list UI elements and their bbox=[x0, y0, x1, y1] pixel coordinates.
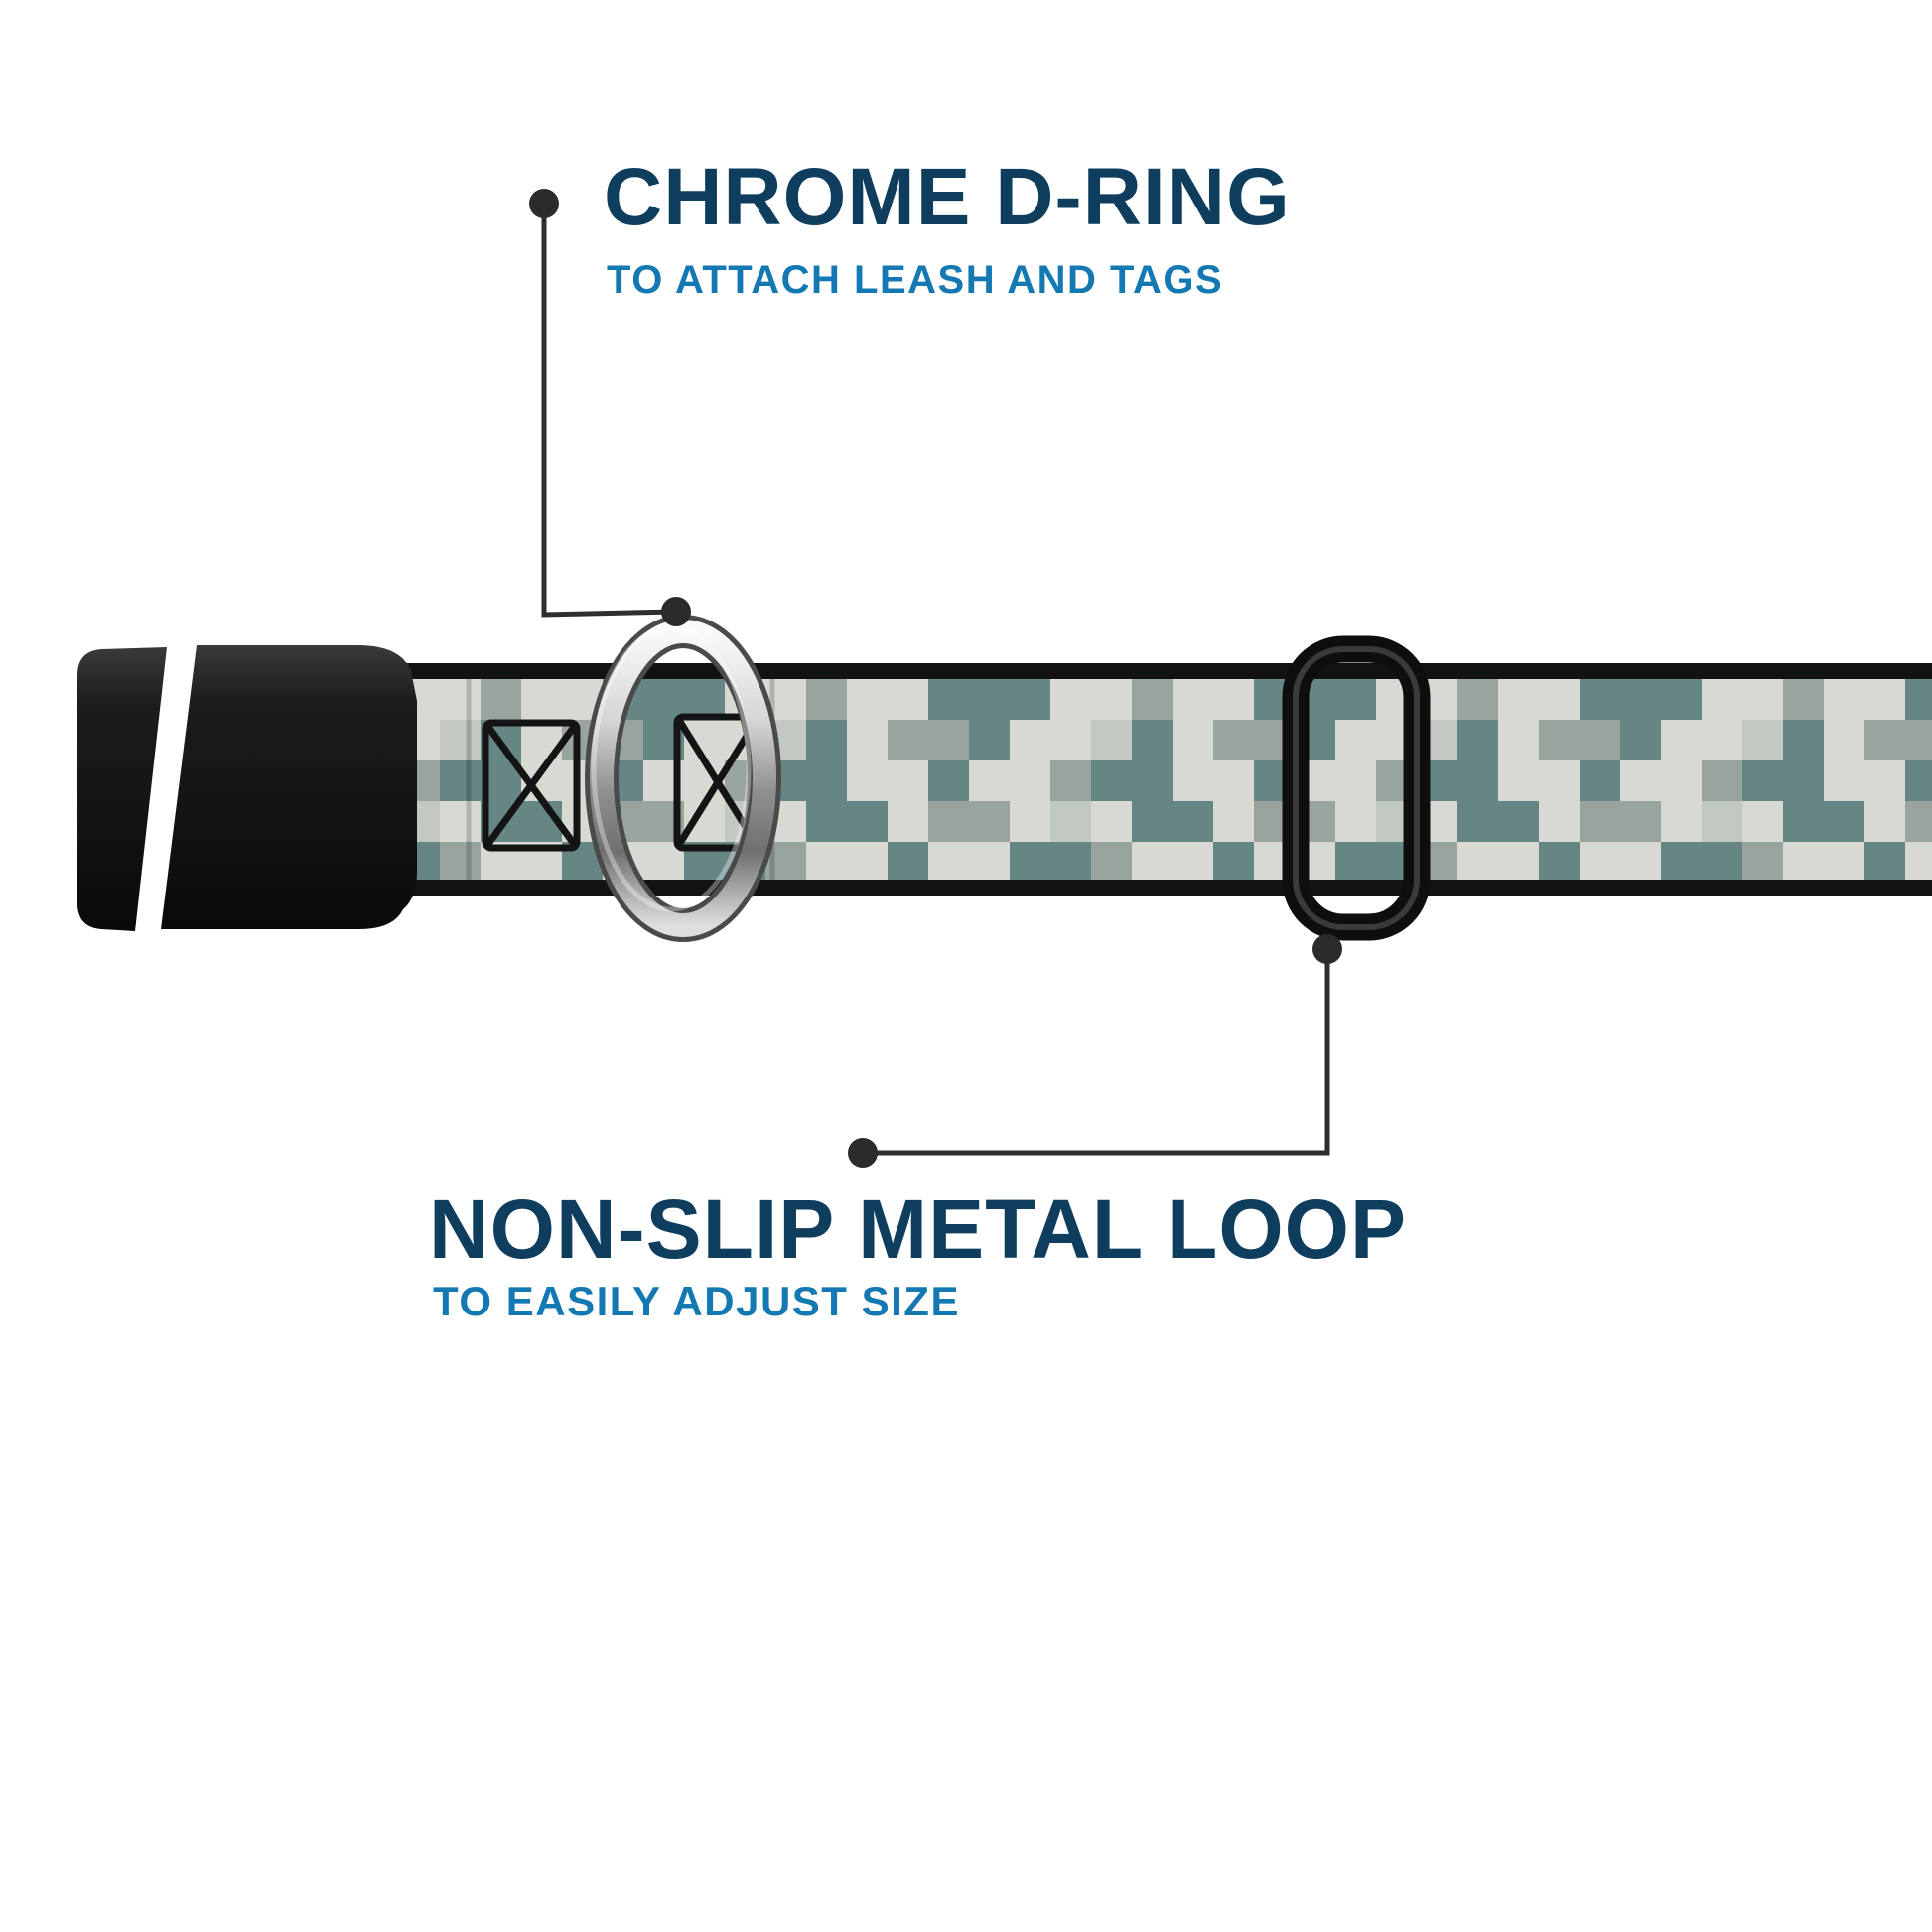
buckle-tip bbox=[77, 647, 167, 931]
buckle-body bbox=[161, 645, 417, 929]
callout-bottom-title: NON-SLIP METAL LOOP bbox=[429, 1182, 1408, 1276]
plastic-buckle bbox=[77, 645, 417, 931]
callout-dot bbox=[1312, 934, 1342, 964]
callout-dot bbox=[529, 189, 559, 218]
callout-top-title: CHROME D-RING bbox=[604, 152, 1291, 242]
chrome-d-ring bbox=[585, 615, 781, 942]
stitch-box bbox=[482, 719, 581, 852]
callout-dot bbox=[848, 1138, 878, 1168]
callout-bottom-subtitle: TO EASILY ADJUST SIZE bbox=[433, 1278, 960, 1324]
metal-slide-loop bbox=[1282, 635, 1431, 941]
callout-bottom-leader bbox=[848, 934, 1342, 1168]
callout-top-subtitle: TO ATTACH LEASH AND TAGS bbox=[607, 258, 1224, 302]
collar-strap bbox=[318, 663, 1932, 896]
callout-top-leader bbox=[529, 189, 691, 626]
callout-dot bbox=[661, 597, 691, 626]
